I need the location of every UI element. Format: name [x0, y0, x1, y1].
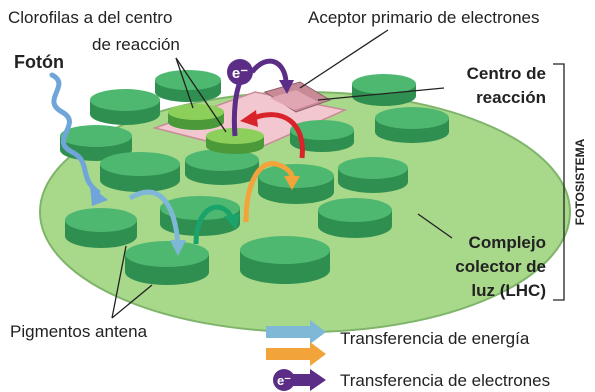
legend: Transferencia de energía e⁻ Transferenci… — [266, 320, 550, 391]
leader-lines — [111, 29, 565, 319]
pigment-disk — [258, 164, 334, 204]
legend-electrones: Transferencia de electrones — [340, 371, 550, 390]
antenna-pigments — [60, 70, 449, 285]
pigment-disk — [125, 241, 209, 285]
pigment-disk — [240, 236, 330, 284]
pigment-disk — [290, 120, 354, 152]
label-foton: Fotón — [14, 52, 64, 72]
label-clorofilas-2: de reacción — [92, 35, 180, 54]
label-aceptor: Aceptor primario de electrones — [308, 8, 540, 27]
label-pigmentos: Pigmentos antena — [10, 322, 148, 341]
legend-arrow-blue — [266, 320, 326, 344]
legend-electron-icon — [273, 369, 295, 391]
legend-electron-symbol: e⁻ — [277, 373, 291, 388]
electron-symbol: e⁻ — [232, 65, 248, 82]
pigment-disk — [338, 157, 408, 193]
pigment-disk — [185, 149, 259, 185]
photon-arrow — [49, 72, 101, 195]
pigment-disk — [352, 74, 416, 106]
electron-icon — [227, 59, 253, 85]
label-centro-1: Centro de — [467, 64, 546, 83]
pigment-disk — [90, 89, 160, 125]
label-complejo-1: Complejo — [469, 233, 546, 252]
pigment-disk — [65, 208, 137, 248]
label-centro-2: reacción — [476, 88, 546, 107]
pigment-disk — [318, 198, 392, 238]
legend-arrow-orange — [266, 342, 326, 366]
energy-arrow-orange — [243, 160, 295, 223]
electron-arrow-red — [253, 112, 305, 159]
label-complejo-2: colector de — [455, 257, 546, 276]
energy-arrow-blue — [128, 189, 181, 246]
legend-energia: Transferencia de energía — [340, 329, 530, 348]
energy-arrow-green — [193, 204, 235, 245]
pigment-disk — [375, 107, 449, 143]
label-clorofilas-1: Clorofilas a del centro — [8, 8, 172, 27]
label-fotosistema: FOTOSISTEMA — [573, 138, 587, 225]
label-complejo-3: luz (LHC) — [471, 281, 546, 300]
pigment-disk — [100, 152, 180, 192]
